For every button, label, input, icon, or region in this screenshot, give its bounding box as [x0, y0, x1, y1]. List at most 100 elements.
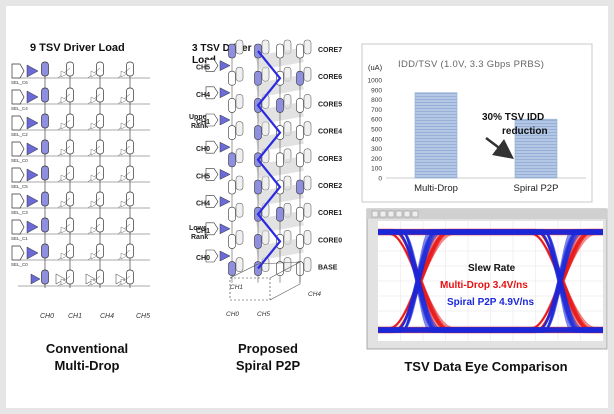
- idd-chart: IDD/TSV (1.0V, 3.3 Gbps PRBS) (uA) 01002…: [361, 43, 593, 203]
- conventional-caption: Multi-Drop: [55, 358, 120, 373]
- receiver-icon: [85, 273, 96, 285]
- mini-receiver: [120, 174, 128, 182]
- tsv-cylinder: [96, 113, 104, 129]
- mini-receiver: [120, 200, 128, 208]
- conv-channel-label: CH5: [136, 313, 150, 320]
- tsv-cylinder: [296, 98, 304, 113]
- tsv-back: [303, 230, 312, 245]
- mini-receiver: [120, 226, 128, 234]
- tsv-cylinder: [96, 165, 104, 181]
- tsv-back: [303, 257, 312, 272]
- mini-receiver: [120, 252, 128, 260]
- core-label: CORE2: [318, 183, 342, 190]
- select-label: SEL_C6: [11, 80, 28, 85]
- mini-receiver: [90, 174, 98, 182]
- core-label: CORE7: [318, 47, 342, 54]
- mux-icon: [205, 195, 219, 208]
- tsv-highlighted: [296, 179, 304, 195]
- driver-icon: [219, 168, 231, 180]
- tsv-cylinder: [296, 206, 304, 222]
- tsv-back: [235, 202, 244, 218]
- tsv-back: [261, 39, 270, 55]
- tsv-back: [303, 175, 312, 191]
- spiral-channel-label: CH4: [196, 92, 210, 99]
- tsv-cylinder: [66, 269, 74, 285]
- chart-unit: (uA): [368, 63, 383, 72]
- mux-icon: [11, 219, 25, 235]
- mini-receiver: [90, 252, 98, 260]
- tsv-back: [235, 257, 244, 272]
- spiral-channel-label: CH1: [196, 228, 210, 235]
- conventional-caption: Conventional: [46, 341, 128, 356]
- core-label: CORE4: [318, 129, 342, 136]
- tsv-highlighted: [41, 87, 49, 103]
- driver-icon: [26, 220, 39, 234]
- tsv-highlighted: [41, 269, 49, 285]
- spiral-channel-label: CH5: [196, 65, 210, 72]
- toolbar-icon: [379, 210, 387, 218]
- tsv-highlighted: [254, 125, 262, 140]
- tsv-cylinder: [66, 87, 74, 103]
- base-dashed-box: [229, 277, 271, 301]
- upper-rank-label: Rank: [191, 123, 208, 130]
- eye-diagram: Slew Rate Multi-Drop 3.4V/ns Spiral P2P …: [366, 208, 608, 374]
- category-label: Multi-Drop: [414, 183, 458, 194]
- tsv-cylinder: [126, 269, 134, 285]
- tsv-cylinder: [126, 243, 134, 259]
- tsv-highlighted: [41, 217, 49, 233]
- spiral-panel: 3 TSV Driver Load Upper Rank Lower Rank …: [189, 39, 342, 373]
- mux-icon: [11, 167, 25, 183]
- mux-icon: [11, 63, 25, 79]
- select-label: SEL_C3: [11, 210, 28, 215]
- mux-icon: [205, 168, 219, 181]
- conv-channel-label: CH1: [68, 313, 82, 320]
- tsv-cylinder: [296, 152, 304, 168]
- tsv-cylinder: [96, 217, 104, 233]
- conventional-title: 9 TSV Driver Load: [30, 42, 125, 54]
- conventional-channel-labels: CH0 CH1 CH4 CH5: [40, 313, 150, 320]
- layer-plane: [255, 129, 304, 152]
- layer-plane: [255, 48, 304, 70]
- bar: [414, 92, 458, 179]
- driver-icon: [219, 60, 231, 72]
- tsv-back: [303, 148, 312, 164]
- mux-icon: [205, 140, 219, 154]
- core-label: CORE5: [318, 101, 342, 108]
- mini-receiver: [120, 278, 128, 286]
- chart-annotation: 30% TSV IDD: [482, 112, 544, 123]
- core-label: CORE6: [318, 74, 342, 81]
- tsv-cylinder: [296, 43, 304, 59]
- y-tick-label: 500: [371, 127, 382, 134]
- driver-icon: [26, 90, 39, 104]
- tsv-highlighted: [41, 139, 49, 155]
- mux-icon: [11, 193, 25, 209]
- driver-icon: [26, 168, 39, 182]
- mini-receiver: [60, 70, 68, 78]
- multi-drop-tsv-grid: SEL_C6SEL_C4SEL_C2SEL_C0SEL_C5SEL_C3SEL_…: [11, 61, 150, 288]
- tsv-cylinder: [66, 243, 74, 259]
- spiral-trace: [378, 233, 603, 329]
- bar: [514, 118, 558, 179]
- tsv-back: [235, 148, 244, 164]
- select-label: SEL_C2: [11, 132, 28, 137]
- driver-icon: [219, 196, 231, 208]
- tsv-cylinder: [66, 61, 74, 77]
- mini-receiver: [90, 96, 98, 104]
- tsv-cylinder: [126, 61, 134, 77]
- tsv-back: [235, 121, 244, 136]
- tsv-cylinder: [96, 243, 104, 259]
- spiral-channel-label: CH5: [196, 173, 210, 180]
- depth-label: CH1: [230, 284, 243, 291]
- upper-rank-label: Upper: [189, 114, 210, 121]
- tsv-cylinder: [126, 217, 134, 233]
- tsv-cylinder: [96, 87, 104, 103]
- conv-channel-label: CH4: [100, 313, 114, 320]
- toolbar-icon: [403, 210, 411, 218]
- tsv-cylinder: [126, 87, 134, 103]
- tsv-cylinder: [228, 206, 236, 222]
- mini-receiver: [120, 70, 128, 78]
- mini-receiver: [60, 122, 68, 130]
- tsv-highlighted: [228, 43, 236, 59]
- depth-label: CH4: [308, 291, 321, 298]
- y-tick-label: 1000: [368, 78, 383, 85]
